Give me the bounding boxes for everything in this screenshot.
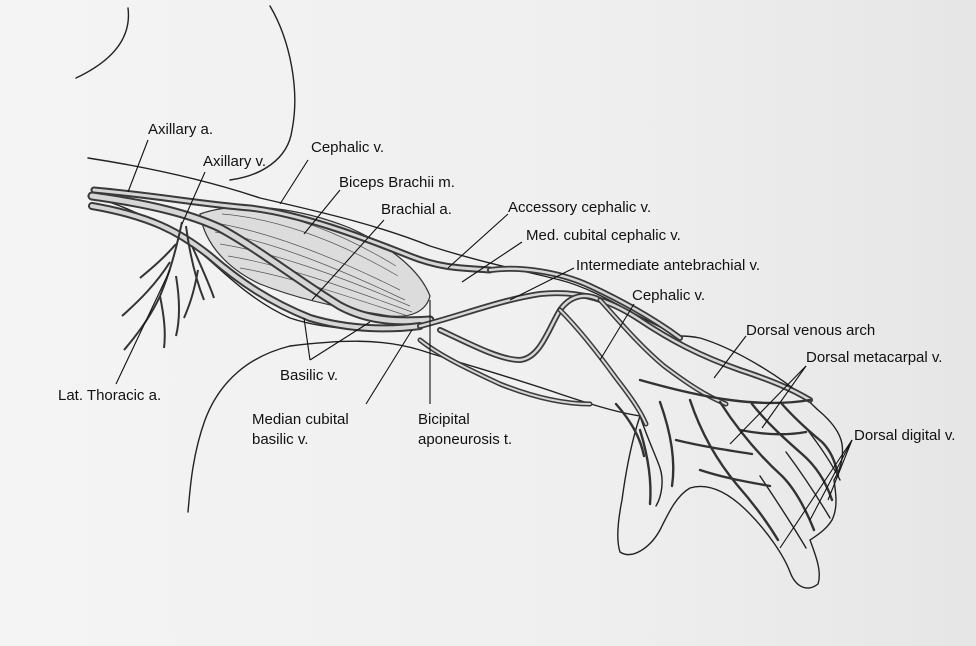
axillary-branches [122,222,214,350]
label-axillary-a: Axillary a. [148,121,213,138]
neck-outline [76,8,128,78]
leader-lines [116,140,852,548]
leader-lat-thoracic-a [116,270,170,384]
finger-separation-2 [786,452,830,518]
label-axillary-v: Axillary v. [203,153,266,170]
leader-basilic-v-1 [304,318,310,360]
label-dorsal-venous-arch: Dorsal venous arch [746,322,875,339]
label-basilic-v: Basilic v. [280,367,338,384]
label-dorsal-metacarpal-v: Dorsal metacarpal v. [806,349,942,366]
label-med-cubital-cephalic-v: Med. cubital cephalic v. [526,227,681,244]
chest-outline [188,346,290,512]
label-cephalic-v-upper: Cephalic v. [311,139,384,156]
label-biceps-brachii-m: Biceps Brachii m. [339,174,455,191]
finger-separation-1 [760,476,806,548]
leader-cephalic-v-upper [280,160,308,204]
label-lat-thoracic-a: Lat. Thoracic a. [58,387,161,404]
label-intermediate-antebrachial-v: Intermediate antebrachial v. [576,257,760,274]
label-bicipital-line1: Bicipital [418,411,470,428]
label-median-cubital-line2: basilic v. [252,431,308,448]
forearm-veins [420,269,810,424]
label-dorsal-digital-v: Dorsal digital v. [854,427,955,444]
leader-dorsal-digital-v [780,440,852,548]
labels: Axillary a. Axillary v. Cephalic v. Bice… [58,121,955,448]
label-median-cubital-line1: Median cubital [252,411,349,428]
label-cephalic-v-forearm: Cephalic v. [632,287,705,304]
label-accessory-cephalic-v: Accessory cephalic v. [508,199,651,216]
label-brachial-a: Brachial a. [381,201,452,218]
label-bicipital-line2: aponeurosis t. [418,431,512,448]
